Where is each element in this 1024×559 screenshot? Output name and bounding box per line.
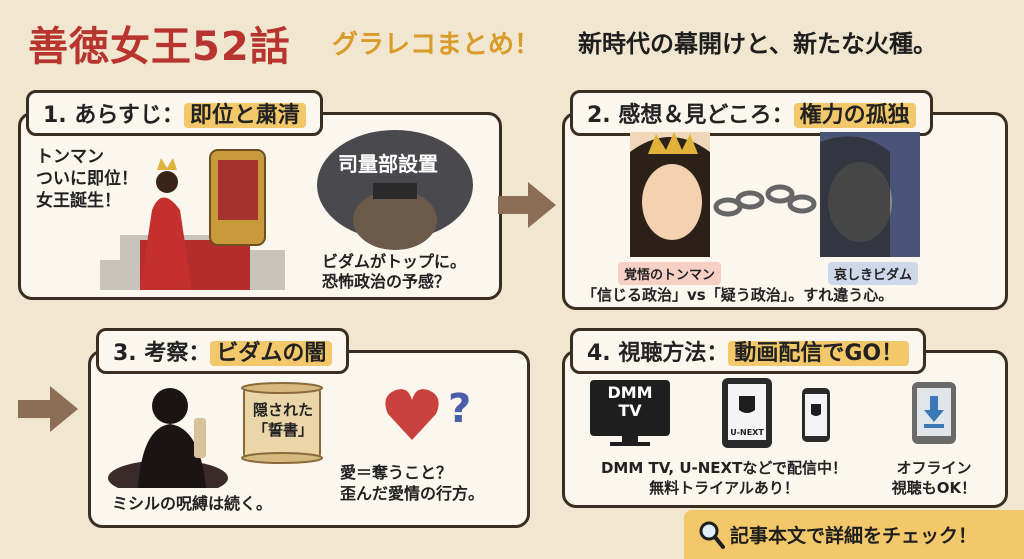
tablet-icon <box>722 378 772 448</box>
watch-caption-left: DMM TV, U-NEXTなどで配信中！ 無料トライアルあり！ <box>600 459 848 497</box>
analysis-caption-right: 愛＝奪うこと？ 歪んだ愛情の行方。 <box>340 463 485 503</box>
read-article-button[interactable]: 記事本文で詳細をチェック！ <box>684 510 1024 559</box>
impressions-caption: 「信じる政治」vs「疑う政治」。すれ違う心。 <box>582 286 894 304</box>
smartphone-icon <box>802 388 830 442</box>
watch-caption-right: オフライン 視聴もOK！ <box>891 459 977 497</box>
panel-how-to-watch-tab: 4. 視聴方法：動画配信でGO！ <box>570 328 927 374</box>
download-icon <box>912 382 956 444</box>
label-bidam: 哀しきビダム <box>828 262 919 285</box>
analysis-caption-left: ミシルの呪縛は続く。 <box>112 494 273 513</box>
tab-highlight: ビダムの闇 <box>210 341 333 366</box>
bubble-label: 司量部設置 <box>338 152 438 176</box>
flow-arrow-left <box>18 386 78 432</box>
tab-highlight: 権力の孤独 <box>793 103 916 128</box>
panel-analysis-tab: 3. 考察：ビダムの闇 <box>96 328 350 374</box>
silhouette-illustration <box>108 388 228 488</box>
tab-number: 1. あらすじ： <box>43 103 184 128</box>
synopsis-text-right: ビダムがトップに。 恐怖政治の予感？ <box>322 252 467 291</box>
scroll-text: 隠された 「誓書」 <box>252 401 313 439</box>
read-article-label: 記事本文で詳細をチェック！ <box>730 525 978 547</box>
panel-synopsis-tab: 1. あらすじ：即位と粛清 <box>26 90 323 136</box>
flow-arrow-right <box>498 182 556 228</box>
heart-question-icon: ? <box>385 386 471 440</box>
tv-logo: DMM TV <box>607 383 653 420</box>
unext-label: U-NEXT <box>730 428 764 437</box>
label-tonman: 覚悟のトンマン <box>618 262 722 285</box>
split-portrait-illustration <box>630 132 920 257</box>
page-tagline: 新時代の幕開けと、新たな火種。 <box>578 30 938 58</box>
throne-illustration <box>100 149 285 290</box>
tab-highlight: 即位と粛清 <box>183 103 306 128</box>
synopsis-text-left: トンマン ついに即位！ 女王誕生！ <box>36 147 138 211</box>
tab-number: 4. 視聴方法： <box>587 341 729 366</box>
tab-highlight: 動画配信でGO！ <box>728 341 910 366</box>
magnifier-icon <box>699 521 725 549</box>
panel-impressions-tab: 2. 感想＆見どころ：権力の孤独 <box>570 90 933 136</box>
scroll-icon <box>241 382 323 464</box>
tv-icon <box>590 380 670 446</box>
svg-text:?: ? <box>448 386 471 432</box>
tab-number: 2. 感想＆見どころ： <box>587 103 794 128</box>
thought-cloud <box>317 130 473 250</box>
page-subtitle: グラレコまとめ！ <box>332 30 541 60</box>
tab-number: 3. 考察： <box>113 341 211 366</box>
page-title: 善徳女王52話 <box>28 24 291 70</box>
